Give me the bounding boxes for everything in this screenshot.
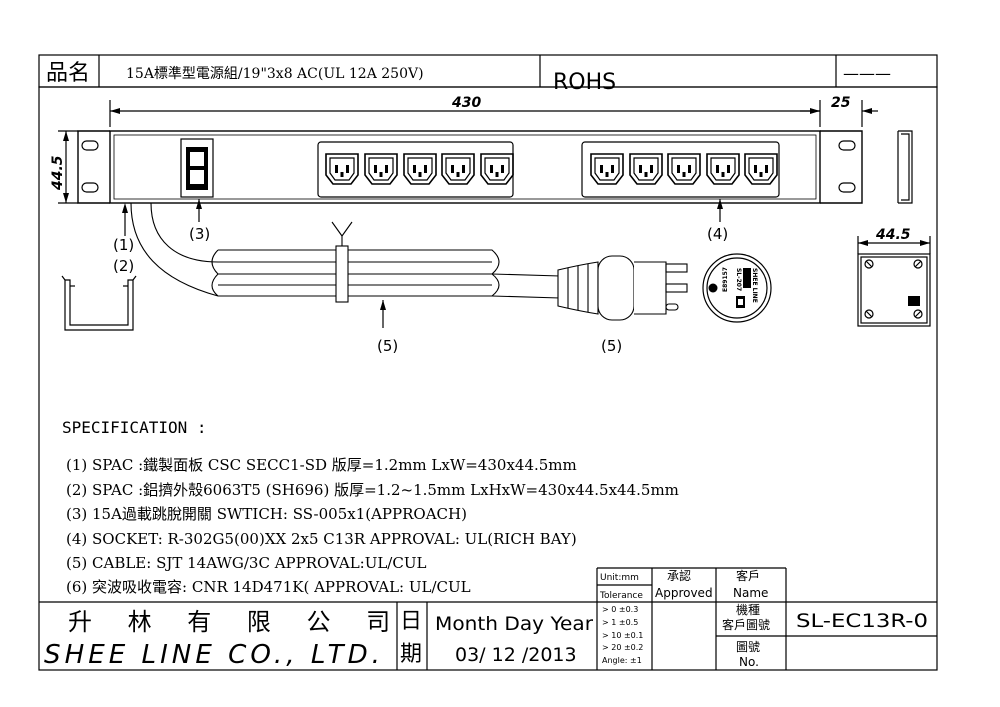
footer-grid (39, 567, 937, 670)
spec-line-6: (6) 突波吸收電容: CNR 14D471K( APPROVAL: UL/CU… (66, 578, 471, 596)
dim-length-text: 430 (451, 95, 481, 111)
dimension-height: 44.5 (50, 130, 78, 204)
date-value: 03/ 12 /2013 (455, 644, 577, 666)
breaker-switch (180, 138, 214, 198)
callout-4: (4) (707, 225, 728, 243)
tolerance-angle: Angle: ±1 (602, 656, 642, 665)
c13-socket (364, 153, 398, 185)
spec-line-1: (1) SPAC :鐵製面板 CSC SECC1-SD 版厚=1.2mm LxW… (66, 456, 577, 474)
tolerance-1: > 0 ±0.3 (602, 605, 638, 614)
customer-en: Name (733, 586, 768, 600)
dim-height-text: 44.5 (50, 155, 66, 191)
dimension-ear: 25 (800, 95, 878, 127)
c13-socket (590, 153, 624, 185)
spec-line-2: (2) SPAC :鋁擠外殼6063T5 (SH696) 版厚=1.2~1.5m… (66, 481, 679, 499)
rohs-mark: ROHS (553, 70, 616, 95)
c13-socket (667, 153, 701, 185)
date-label: Month Day Year (435, 613, 593, 635)
spec-line-5: (5) CABLE: SJT 14AWG/3C APPROVAL:UL/CUL (66, 554, 426, 572)
dimension-length: 430 (109, 95, 821, 127)
model-cn-1: 機種 (736, 602, 760, 617)
drawing-no-cn: 圖號 (736, 640, 760, 654)
socket-group-right (581, 141, 780, 198)
date-char-1: 日 (400, 609, 422, 634)
callout-3: (3) (189, 225, 210, 243)
tolerance-2: > 1 ±0.5 (602, 618, 638, 627)
spec-heading: SPECIFICATION : (62, 418, 207, 437)
callout-leaders (122, 199, 723, 328)
side-end-view: 44.5 (857, 227, 931, 327)
drawing-no-en: No. (739, 655, 759, 669)
company-name-en: SHEE LINE CO., LTD. (44, 640, 384, 670)
unit-label: Unit:mm (600, 573, 639, 583)
c13-socket (441, 153, 475, 185)
date-char-2: 期 (400, 642, 422, 667)
spec-line-3: (3) 15A過載跳脫開關 SWTICH: SS-005x1(APPROACH) (66, 505, 467, 523)
pdu-front-view (77, 130, 863, 204)
dim-side-text: 44.5 (875, 227, 911, 243)
extrusion-profile-right (897, 130, 913, 204)
c13-socket (325, 153, 359, 185)
spec-line-4: (4) SOCKET: R-302G5(00)XX 2x5 C13R APPRO… (66, 530, 577, 548)
model-cn-2: 客戶圖號 (722, 617, 770, 632)
name-label: 品名 (46, 61, 90, 86)
extrusion-profile-left (61, 275, 137, 331)
dim-ear-text: 25 (831, 95, 851, 111)
revision-dash: ——— (843, 64, 891, 83)
customer-cn: 客戶 (736, 568, 760, 583)
plug-face: SHEE LINE SL-207 E89157 (702, 253, 772, 323)
c13-socket (480, 153, 514, 185)
sheet-frame (38, 86, 938, 671)
tolerance-4: > 20 ±0.2 (602, 643, 643, 652)
plug-brand-text: SHEE LINE (751, 268, 758, 303)
title-bar: 品名 15A標準型電源組/19"3x8 AC(UL 12A 250V) ROHS… (38, 54, 938, 95)
c13-socket (403, 153, 437, 185)
tolerance-label: Tolerance (599, 591, 643, 601)
product-name: 15A標準型電源組/19"3x8 AC(UL 12A 250V) (126, 66, 424, 82)
c13-socket (706, 153, 740, 185)
model-number: SL-EC13R-0 (796, 610, 928, 632)
approved-en: Approved (655, 586, 713, 600)
company-name-cn: 升 林 有 限 公 司 (68, 608, 404, 636)
callout-5-plug: (5) (601, 337, 622, 355)
callout-2: (2) (113, 257, 134, 275)
callout-1: (1) (113, 236, 134, 254)
approved-cn: 承認 (667, 568, 691, 583)
plug-model-text: SL-207 (735, 268, 742, 291)
tolerance-3: > 10 ±0.1 (602, 631, 643, 640)
plug-cert-text: E89157 (722, 267, 729, 292)
power-cable (130, 202, 688, 321)
callout-5-cable: (5) (377, 337, 398, 355)
c13-socket (744, 153, 778, 185)
c13-socket (629, 153, 663, 185)
